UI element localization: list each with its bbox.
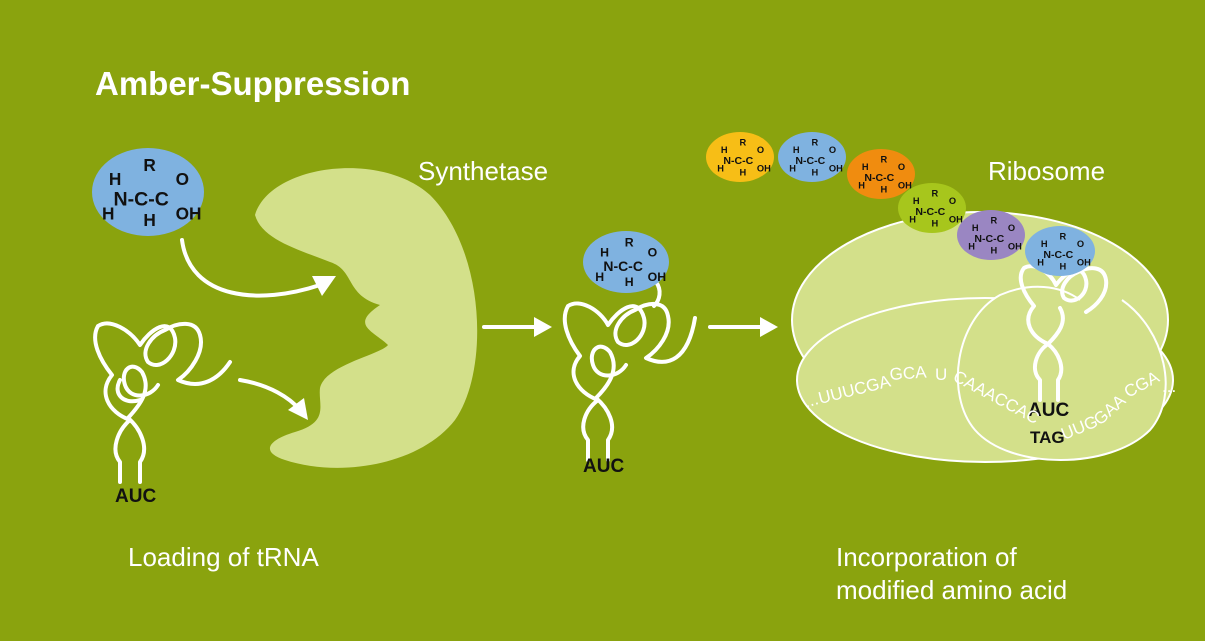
svg-text:H: H bbox=[789, 164, 796, 174]
svg-text:OH: OH bbox=[829, 164, 843, 174]
amino-acid-chain: H R N-C-C O H H OH H R N-C-C O H H OH bbox=[706, 132, 1095, 276]
svg-text:N-C-C: N-C-C bbox=[915, 206, 945, 218]
svg-text:H: H bbox=[625, 275, 634, 289]
synthetase-enzyme bbox=[255, 168, 478, 468]
amino-acid-loaded: H R N-C-C O H H OH bbox=[583, 231, 669, 293]
svg-text:OH: OH bbox=[1077, 258, 1091, 268]
svg-text:OH: OH bbox=[757, 164, 771, 174]
arrow-to-loaded-trna bbox=[482, 317, 552, 337]
svg-text:R: R bbox=[932, 189, 939, 199]
svg-text:N-C-C: N-C-C bbox=[114, 189, 169, 211]
svg-text:R: R bbox=[143, 155, 156, 175]
amino-acid-orange: H R N-C-C O H H OH bbox=[847, 149, 915, 199]
svg-text:OH: OH bbox=[1008, 242, 1022, 252]
arrow-to-ribosome bbox=[708, 317, 778, 337]
svg-text:O: O bbox=[1008, 223, 1015, 233]
svg-text:H: H bbox=[143, 210, 155, 230]
svg-text:N-C-C: N-C-C bbox=[603, 258, 642, 274]
anticodon-loaded: AUC bbox=[583, 456, 624, 477]
svg-text:N-C-C: N-C-C bbox=[795, 155, 825, 167]
svg-text:H: H bbox=[812, 167, 819, 177]
svg-text:R: R bbox=[991, 216, 998, 226]
svg-text:H: H bbox=[740, 167, 747, 177]
svg-text:O: O bbox=[898, 162, 905, 172]
svg-text:H: H bbox=[972, 223, 979, 233]
svg-text:O: O bbox=[829, 145, 836, 155]
amino-acid-purple: H R N-C-C O H H OH bbox=[957, 210, 1025, 260]
svg-text:N-C-C: N-C-C bbox=[1043, 249, 1073, 261]
mrna-stop-codon: TAG bbox=[1030, 428, 1065, 447]
caption-loading: Loading of tRNA bbox=[128, 542, 319, 572]
svg-text:N-C-C: N-C-C bbox=[974, 233, 1004, 245]
synthetase-label: Synthetase bbox=[418, 156, 548, 186]
caption-incorporation-line2: modified amino acid bbox=[836, 575, 1067, 605]
anticodon-ribosome: AUC bbox=[1028, 400, 1069, 421]
arrow-amino-to-synthetase bbox=[180, 238, 336, 298]
ribosome-label: Ribosome bbox=[988, 156, 1105, 186]
svg-text:H: H bbox=[968, 242, 975, 252]
svg-text:H: H bbox=[595, 270, 604, 284]
mrna-trailing-dots: ... bbox=[1162, 377, 1176, 396]
svg-text:R: R bbox=[625, 236, 634, 250]
svg-text:R: R bbox=[1060, 232, 1067, 242]
anticodon-left: AUC bbox=[115, 486, 156, 507]
svg-text:H: H bbox=[862, 162, 869, 172]
trna-loaded: AUC bbox=[562, 280, 697, 477]
svg-text:O: O bbox=[949, 196, 956, 206]
svg-text:OH: OH bbox=[949, 215, 963, 225]
svg-text:OH: OH bbox=[648, 270, 667, 284]
caption-incorporation-line1: Incorporation of bbox=[836, 542, 1017, 572]
svg-text:N-C-C: N-C-C bbox=[864, 172, 894, 184]
svg-text:H: H bbox=[717, 164, 724, 174]
trna-left: AUC bbox=[93, 321, 232, 507]
svg-text:OH: OH bbox=[176, 203, 202, 223]
svg-text:H: H bbox=[109, 169, 121, 189]
svg-text:H: H bbox=[881, 184, 888, 194]
svg-text:N-C-C: N-C-C bbox=[723, 155, 753, 167]
amino-acid-left: H R N-C-C O H H OH bbox=[92, 148, 204, 236]
arrow-trna-to-synthetase bbox=[238, 378, 308, 420]
amino-acid-blue-2: H R N-C-C O H H OH bbox=[1025, 226, 1095, 276]
mrna-codon: GCA bbox=[889, 362, 928, 384]
svg-text:R: R bbox=[812, 138, 819, 148]
svg-text:H: H bbox=[721, 145, 728, 155]
svg-text:H: H bbox=[1037, 258, 1044, 268]
svg-text:R: R bbox=[740, 138, 747, 148]
svg-text:H: H bbox=[858, 181, 865, 191]
svg-text:H: H bbox=[102, 203, 114, 223]
svg-text:OH: OH bbox=[898, 181, 912, 191]
diagram-title: Amber-Suppression bbox=[95, 65, 410, 102]
svg-text:H: H bbox=[1041, 239, 1048, 249]
svg-text:H: H bbox=[793, 145, 800, 155]
svg-text:H: H bbox=[909, 215, 916, 225]
svg-text:H: H bbox=[913, 196, 920, 206]
svg-text:H: H bbox=[600, 245, 609, 259]
svg-text:O: O bbox=[757, 145, 764, 155]
svg-text:H: H bbox=[1060, 261, 1067, 271]
svg-text:H: H bbox=[932, 218, 939, 228]
svg-text:O: O bbox=[176, 169, 189, 189]
svg-text:R: R bbox=[881, 155, 888, 165]
amino-acid-lime: H R N-C-C O H H OH bbox=[898, 183, 966, 233]
mrna-leading-dots: ... bbox=[801, 389, 820, 411]
svg-text:H: H bbox=[991, 245, 998, 255]
amino-acid-blue-1: H R N-C-C O H H OH bbox=[778, 132, 846, 182]
svg-text:O: O bbox=[648, 245, 658, 259]
mrna-codon: U bbox=[935, 365, 947, 384]
svg-text:O: O bbox=[1077, 239, 1084, 249]
amino-acid-yellow: H R N-C-C O H H OH bbox=[706, 132, 774, 182]
